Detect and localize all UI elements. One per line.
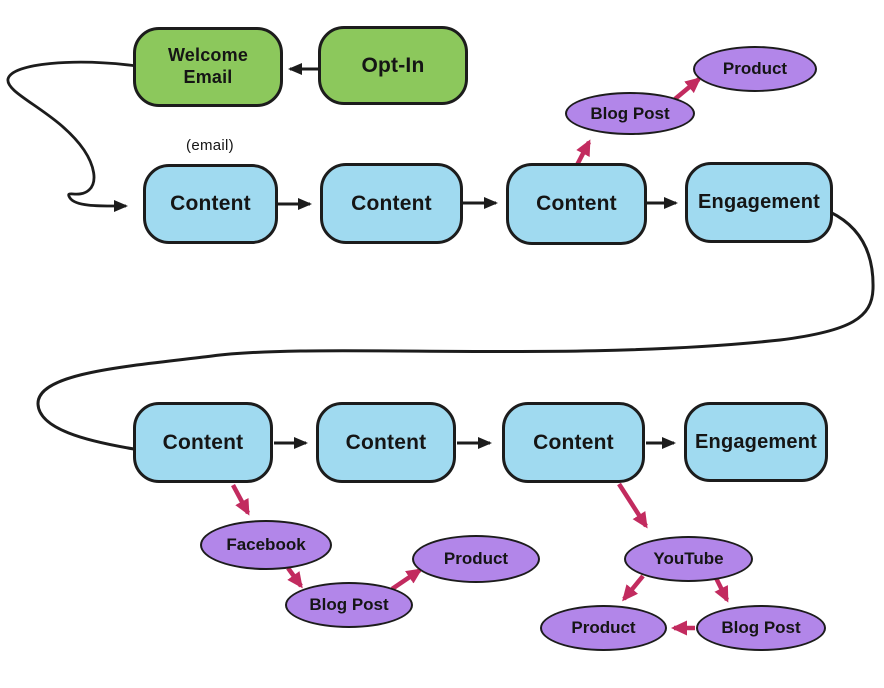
arrow-blogpost1-to-product1 [673,77,702,101]
node-content-6: Content [502,402,645,483]
arrow-youtube-to-product3 [622,574,645,602]
arrow-youtube-to-blogpost3 [713,576,730,603]
node-label: Engagement [694,430,818,453]
arrow-content6-to-youtube [617,482,648,529]
node-label: Blog Post [721,618,801,637]
node-content-5: Content [316,402,456,483]
node-blog-post-2: Blog Post [285,582,413,628]
node-label: Blog Post [309,595,389,614]
node-blog-post-1: Blog Post [565,92,695,135]
node-label: Content [533,430,614,454]
email-annotation: (email) [186,137,234,154]
arrow-content4-to-facebook [231,483,250,516]
node-label: Content [351,191,432,215]
arrow-content3-to-blogpost1 [575,139,591,167]
node-blog-post-3: Blog Post [696,605,826,651]
node-engagement-1: Engagement [685,162,833,243]
node-welcome-email: Welcome Email [133,27,283,107]
arrow-facebook-to-blogpost2 [286,566,303,589]
node-product-3: Product [540,605,667,651]
node-opt-in: Opt-In [318,26,468,105]
node-content-1: Content [143,164,278,244]
node-label: Product [443,549,509,568]
node-youtube: YouTube [624,536,753,582]
node-content-3: Content [506,163,647,245]
node-product-1: Product [693,46,817,92]
curve-welcome-to-content1 [6,60,138,213]
node-content-4: Content [133,402,273,483]
node-label: Content [170,192,251,215]
node-label: Content [162,430,244,454]
node-label: Welcome Email [167,45,249,87]
node-label: Engagement [697,191,821,213]
node-label: YouTube [653,549,724,568]
node-label: Content [536,192,617,215]
node-product-2: Product [412,535,540,583]
curve-engagement1-to-content4 [36,210,875,451]
node-content-2: Content [320,163,463,244]
node-label: Facebook [226,535,306,554]
node-label: Blog Post [590,103,670,123]
node-label: Opt-In [361,53,425,77]
node-engagement-2: Engagement [684,402,828,482]
node-facebook: Facebook [200,520,332,570]
node-label: Product [571,618,636,637]
node-label: Product [722,59,788,78]
arrow-blogpost2-to-product2 [390,568,423,591]
node-label: Content [345,430,427,454]
